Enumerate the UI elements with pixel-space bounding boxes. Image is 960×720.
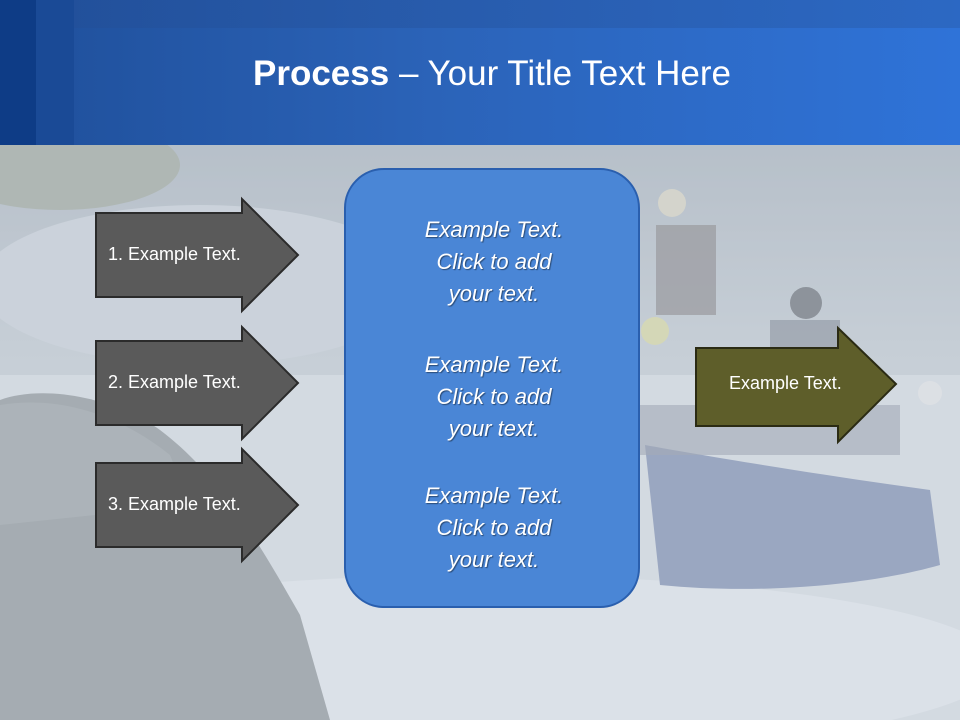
left-arrow-2-shape <box>95 324 300 442</box>
left-arrow-3-shape <box>95 446 300 564</box>
center-paragraph-2-line-2: Click to add <box>436 384 552 409</box>
center-paragraph-2: Example Text. Click to add your text. <box>346 349 642 445</box>
center-paragraph-2-line-3: your text. <box>448 416 540 441</box>
header-accent-stripe <box>0 0 36 145</box>
title-rest: – Your Title Text Here <box>389 54 731 93</box>
center-paragraph-2-line-1: Example Text. <box>424 352 564 377</box>
header-bar: Process – Your Title Text Here <box>0 0 960 145</box>
left-arrow-2-label: 2. Example Text. <box>108 372 241 392</box>
center-paragraph-1-line-3: your text. <box>448 281 540 306</box>
slide-title: Process – Your Title Text Here <box>0 52 960 96</box>
center-text-box[interactable]: Example Text. Click to add your text. Ex… <box>344 168 640 608</box>
center-paragraph-1: Example Text. Click to add your text. <box>346 214 642 310</box>
left-arrow-1-shape <box>95 196 300 314</box>
center-paragraph-1-line-2: Click to add <box>436 249 552 274</box>
title-bold: Process <box>253 54 390 93</box>
header-top-band <box>74 0 960 28</box>
header-accent-stripe-2 <box>36 0 74 145</box>
center-paragraph-3-line-1: Example Text. <box>424 483 564 508</box>
center-paragraph-3: Example Text. Click to add your text. <box>346 480 642 576</box>
left-arrow-3-label: 3. Example Text. <box>108 494 241 514</box>
center-paragraph-3-line-3: your text. <box>448 547 540 572</box>
center-paragraph-3-line-2: Click to add <box>436 515 552 540</box>
left-arrow-1-label: 1. Example Text. <box>108 244 241 264</box>
center-paragraph-1-line-1: Example Text. <box>424 217 564 242</box>
right-arrow-shape <box>695 325 898 445</box>
right-arrow-label: Example Text. <box>729 373 842 393</box>
